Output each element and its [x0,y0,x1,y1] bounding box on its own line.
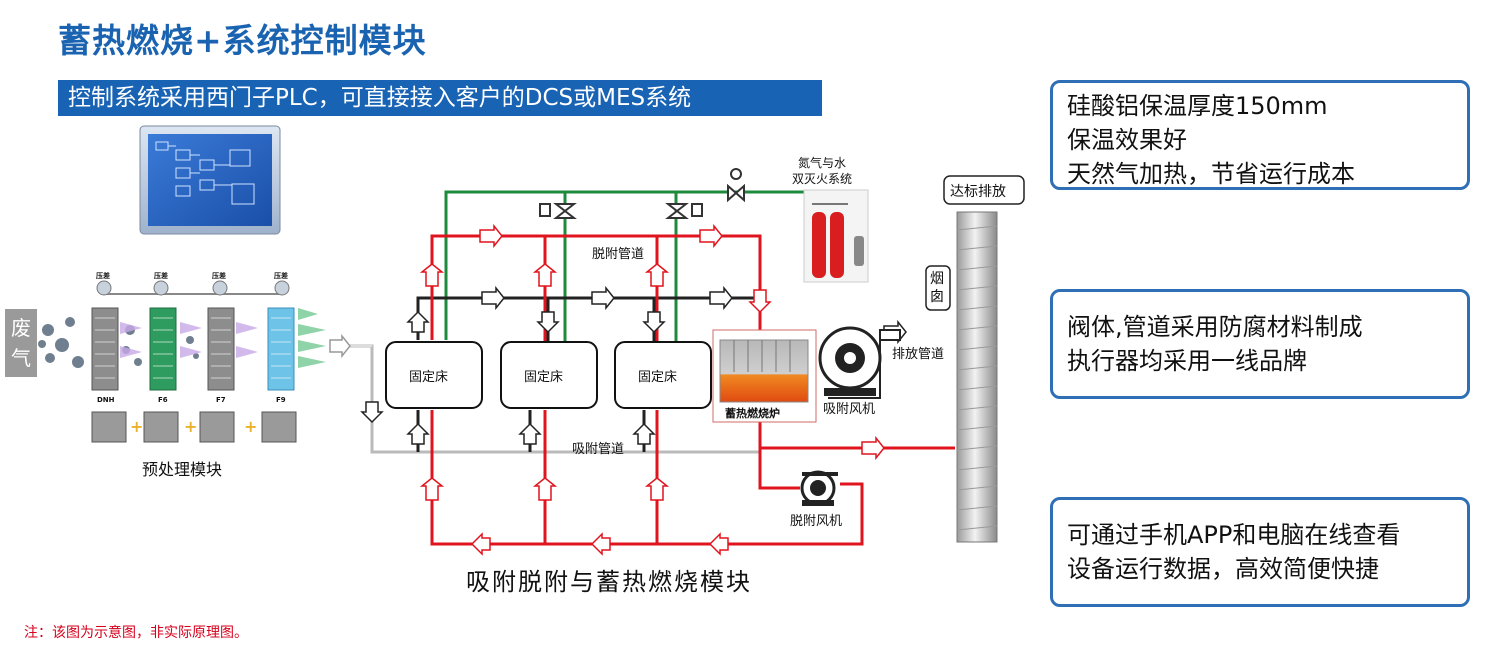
info-line: 天然气加热，节省运行成本 [1067,160,1355,188]
info-line: 保温效果好 [1067,126,1187,154]
gauge-label: 压差 [212,272,226,280]
disclaimer-note: 注：该图为示意图，非实际原理图。 [24,625,248,641]
gauge-label: 压差 [154,272,168,280]
rto-furnace [712,329,817,423]
info-line: 硅酸铝保温厚度150mm [1067,92,1328,120]
fixed-bed-1 [385,341,483,409]
info-box-monitoring: 可通过手机APP和电脑在线查看 设备运行数据，高效简便快捷 [1050,497,1470,607]
filter-label: DNH [97,396,115,404]
page-title: 蓄热燃烧+系统控制模块 [58,21,427,60]
info-line: 设备运行数据，高效简便快捷 [1067,555,1379,583]
fire-system-cylinders [803,189,869,283]
filter-label: F6 [158,396,168,404]
exhaust-pipe-label: 排放管道 [892,347,945,362]
svg-text:+: + [244,417,257,436]
info-line: 阀体,管道采用防腐材料制成 [1067,313,1363,341]
adsorption-fan [818,326,901,399]
chimney-label: 烟囱 [930,271,944,305]
adsorption-pipe-label: 吸附管道 [572,442,625,457]
chimney [956,211,998,543]
furnace-label: 蓄热燃烧炉 [725,407,780,420]
waste-gas-label: 废气 [5,309,37,377]
filter-label: F7 [216,396,226,404]
fixed-bed-3 [614,341,712,409]
process-diagram: + + + [38,125,1025,556]
desorption-fan [800,470,838,506]
svg-text:+: + [184,417,197,436]
desorption-pipe-label: 脱附管道 [592,247,645,262]
fixed-bed-label: 固定床 [638,370,678,385]
fixed-bed-label: 固定床 [524,370,564,385]
info-line: 可通过手机APP和电脑在线查看 [1067,521,1401,549]
plc-touch-panel [139,125,281,235]
pretreatment-filters: + + + [38,280,326,443]
info-box-insulation: 硅酸铝保温厚度150mm 保温效果好 天然气加热，节省运行成本 [1050,80,1470,190]
filter-label: F9 [276,396,286,404]
module-caption: 吸附脱附与蓄热燃烧模块 [466,568,752,596]
plc-banner: 控制系统采用西门子PLC，可直接接入客户的DCS或MES系统 [58,80,822,116]
info-line: 执行器均采用一线品牌 [1067,347,1307,375]
discharge-callout [943,175,1025,205]
info-box-materials: 阀体,管道采用防腐材料制成 执行器均采用一线品牌 [1050,289,1470,399]
fire-system-label: 氮气与水 双灭火系统 [792,156,853,186]
discharge-label: 达标排放 [950,184,1006,200]
pretreatment-module-label: 预处理模块 [142,460,223,479]
fixed-bed-label: 固定床 [409,370,449,385]
adsorption-fan-label: 吸附风机 [823,402,876,417]
gauge-label: 压差 [96,272,110,280]
fixed-bed-2 [500,341,598,409]
desorption-fan-label: 脱附风机 [790,514,843,529]
chimney-callout [925,265,951,311]
svg-text:+: + [130,417,143,436]
gauge-label: 压差 [274,272,288,280]
